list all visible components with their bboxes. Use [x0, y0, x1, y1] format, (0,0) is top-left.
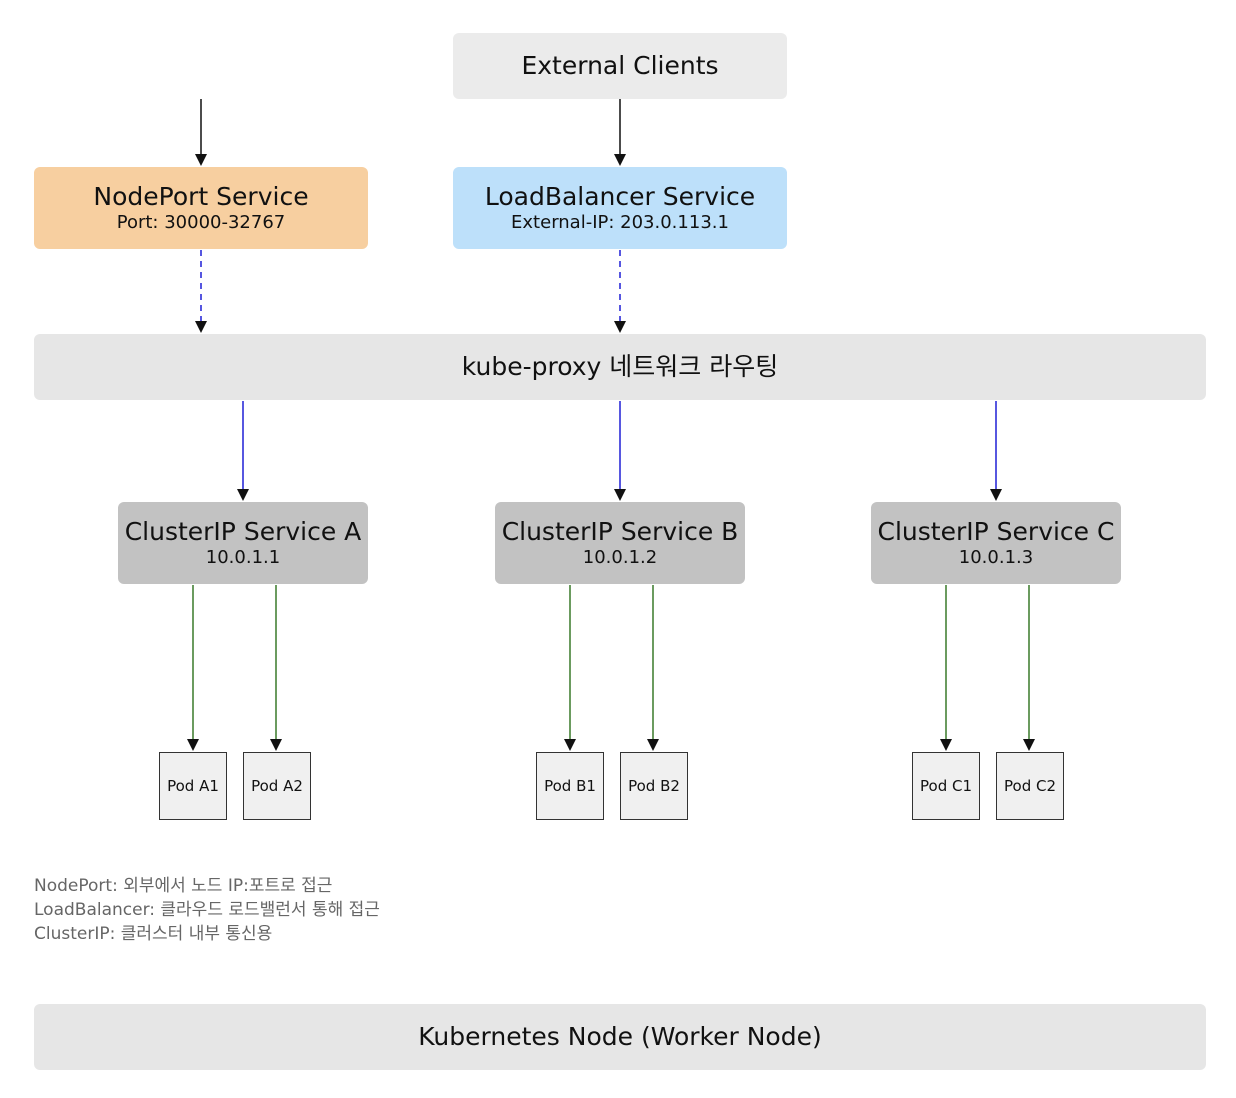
- clusterip-service-c-title: ClusterIP Service C: [877, 517, 1115, 546]
- kubernetes-node-bar: Kubernetes Node (Worker Node): [34, 1004, 1206, 1070]
- note-loadbalancer: LoadBalancer: 클라우드 로드밸런서 통해 접근: [34, 900, 380, 920]
- pod-b1: Pod B1: [536, 752, 604, 820]
- pod-a1: Pod A1: [159, 752, 227, 820]
- clusterip-service-c-box: ClusterIP Service C 10.0.1.3: [871, 502, 1121, 584]
- external-clients-box: External Clients: [453, 33, 787, 99]
- pod-a2: Pod A2: [243, 752, 311, 820]
- loadbalancer-service-box: LoadBalancer Service External-IP: 203.0.…: [453, 167, 787, 249]
- clusterip-service-b-title: ClusterIP Service B: [501, 517, 739, 546]
- kube-proxy-label: kube-proxy 네트워크 라우팅: [461, 352, 779, 381]
- loadbalancer-service-ip: External-IP: 203.0.113.1: [511, 212, 729, 233]
- nodeport-service-title: NodePort Service: [93, 182, 309, 211]
- legend-notes: NodePort: 외부에서 노드 IP:포트로 접근 LoadBalancer…: [34, 874, 380, 946]
- note-nodeport: NodePort: 외부에서 노드 IP:포트로 접근: [34, 876, 333, 896]
- clusterip-service-b-box: ClusterIP Service B 10.0.1.2: [495, 502, 745, 584]
- clusterip-service-a-title: ClusterIP Service A: [124, 517, 362, 546]
- pod-c1: Pod C1: [912, 752, 980, 820]
- clusterip-service-b-ip: 10.0.1.2: [582, 547, 658, 568]
- external-clients-label: External Clients: [521, 51, 719, 80]
- nodeport-service-port: Port: 30000-32767: [116, 212, 286, 233]
- kube-proxy-bar: kube-proxy 네트워크 라우팅: [34, 334, 1206, 400]
- clusterip-service-c-ip: 10.0.1.3: [958, 547, 1034, 568]
- loadbalancer-service-title: LoadBalancer Service: [484, 182, 756, 211]
- nodeport-service-box: NodePort Service Port: 30000-32767: [34, 167, 368, 249]
- clusterip-service-a-ip: 10.0.1.1: [205, 547, 281, 568]
- pod-b2: Pod B2: [620, 752, 688, 820]
- pod-c2: Pod C2: [996, 752, 1064, 820]
- kubernetes-node-label: Kubernetes Node (Worker Node): [418, 1022, 822, 1051]
- note-clusterip: ClusterIP: 클러스터 내부 통신용: [34, 924, 273, 944]
- clusterip-service-a-box: ClusterIP Service A 10.0.1.1: [118, 502, 368, 584]
